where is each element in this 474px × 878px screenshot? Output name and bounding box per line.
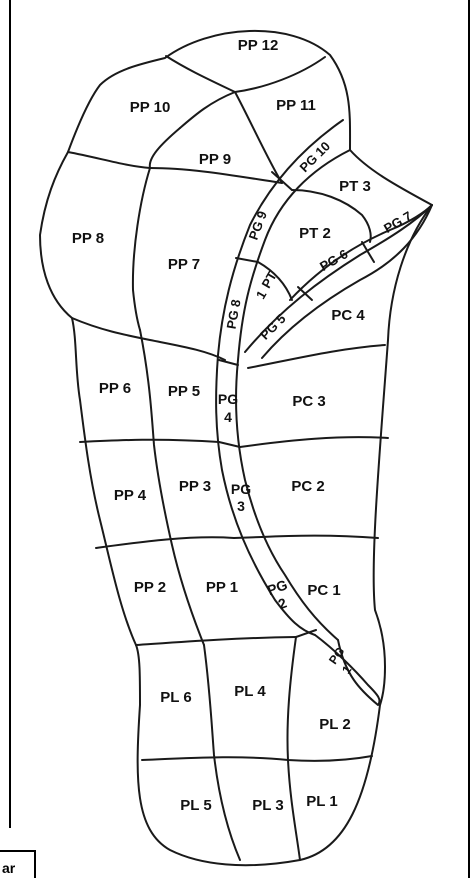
- row-line-2-left: [80, 440, 219, 442]
- label-pl4: PL 4: [234, 683, 266, 700]
- label-pl2: PL 2: [319, 716, 350, 733]
- label-pc3: PC 3: [292, 393, 325, 410]
- label-pg5: PG 5: [257, 311, 289, 343]
- label-pg4b: 4: [224, 409, 232, 425]
- corner-tag: ar: [0, 850, 36, 878]
- label-pl6: PL 6: [160, 689, 191, 706]
- label-pc4: PC 4: [331, 307, 365, 324]
- label-pp6: PP 6: [99, 380, 131, 397]
- label-pt3: PT 3: [339, 178, 371, 195]
- label-pg4a: PG: [218, 391, 238, 407]
- label-pp9: PP 9: [199, 151, 231, 168]
- label-pp5: PP 5: [168, 383, 200, 400]
- row-line-4: [136, 637, 296, 645]
- label-pp12: PP 12: [238, 37, 279, 54]
- line-pp12-pp11: [235, 57, 325, 92]
- row-line-1-right: [248, 345, 385, 368]
- row-line-3-left: [96, 537, 234, 548]
- label-pl3: PL 3: [252, 797, 283, 814]
- label-pp10: PP 10: [130, 99, 171, 116]
- label-pg3a: PG: [231, 481, 251, 497]
- pg-sep-9-8: [236, 258, 258, 262]
- label-pg2b: 2: [276, 594, 289, 612]
- pg-sep-4-3: [219, 442, 240, 447]
- corner-tag-text: ar: [2, 860, 15, 876]
- row-line-2-right: [240, 437, 388, 447]
- pl-line-horizontal: [142, 756, 372, 761]
- label-pc2: PC 2: [291, 478, 324, 495]
- label-pg1b: 1: [339, 663, 354, 677]
- label-pp8: PP 8: [72, 230, 104, 247]
- row-line-3-right: [262, 536, 378, 538]
- line-pp10-pp8: [68, 152, 150, 168]
- pg-lower-band-bottom: [262, 205, 432, 358]
- line-pp10-pp9: [180, 92, 235, 128]
- foot-outline: [40, 31, 432, 865]
- label-pt2: PT 2: [299, 225, 331, 242]
- label-pg6: PG 6: [317, 246, 350, 274]
- pl-line-left-col: [204, 645, 240, 860]
- line-pp12-bottom: [166, 56, 235, 92]
- label-pp11: PP 11: [276, 97, 316, 114]
- label-pg3b: 3: [237, 498, 245, 514]
- pl-line-right-col: [287, 637, 300, 860]
- line-pp10-top: [150, 128, 180, 168]
- line-pp9-pp7: [150, 168, 282, 183]
- pg-sep-8-4: [219, 360, 238, 365]
- line-pp9-pp11: [235, 92, 282, 183]
- pg-sep-3-2: [234, 537, 262, 538]
- label-pp4: PP 4: [114, 487, 147, 504]
- row-line-1-left: [72, 318, 225, 360]
- label-pp3: PP 3: [179, 478, 211, 495]
- line-pp8-pp7: [133, 168, 150, 330]
- label-pg2a: PG: [265, 576, 290, 598]
- label-pt1b: 1: [253, 288, 270, 302]
- label-pp2: PP 2: [134, 579, 166, 596]
- label-pg10: PG 10: [296, 138, 333, 175]
- label-pl5: PL 5: [180, 797, 211, 814]
- label-pl1: PL 1: [306, 793, 337, 810]
- label-pp7: PP 7: [168, 256, 200, 273]
- label-pc1: PC 1: [307, 582, 340, 599]
- pg-band-left: [216, 120, 343, 635]
- label-pp1: PP 1: [206, 579, 238, 596]
- label-pt1a: PT: [258, 269, 279, 291]
